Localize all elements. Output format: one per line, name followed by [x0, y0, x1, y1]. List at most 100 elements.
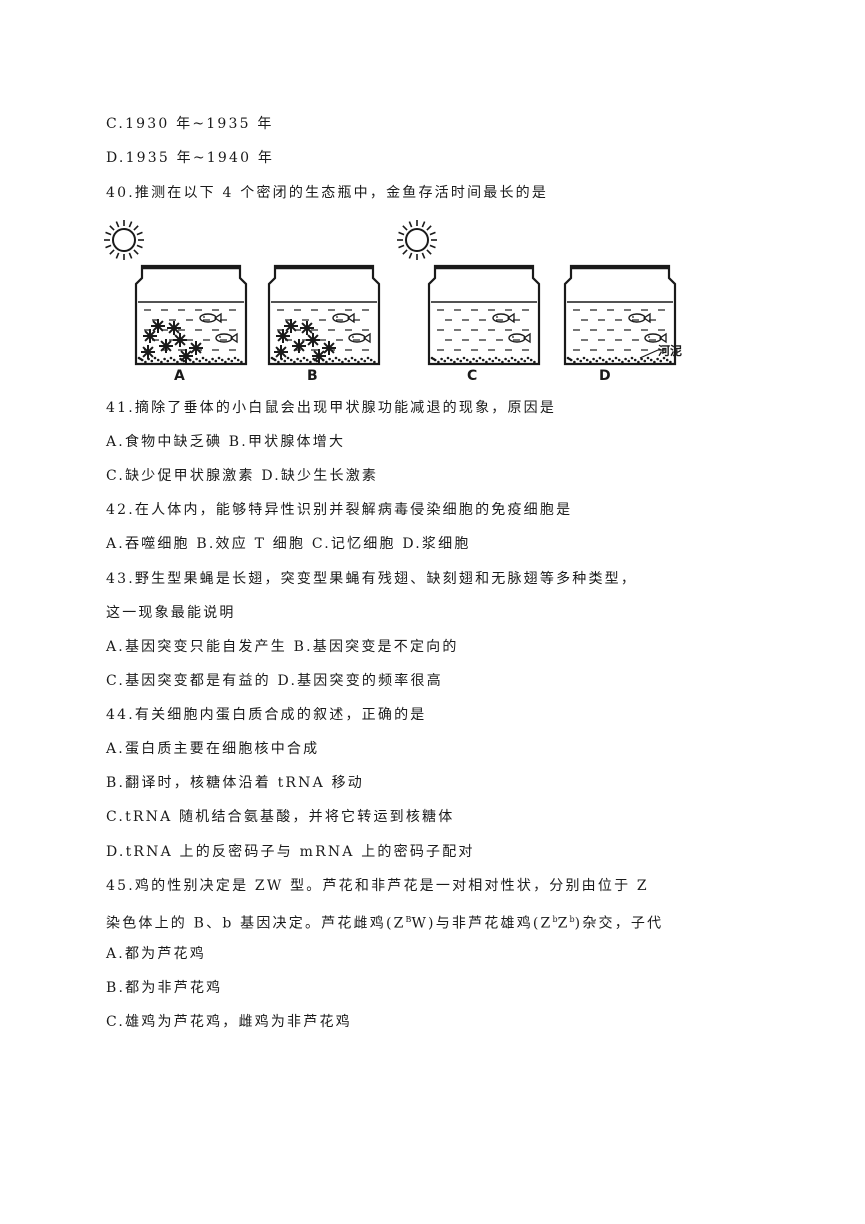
bottle-label-c: C	[467, 368, 478, 384]
bottle-b	[267, 264, 381, 366]
mud-particle	[169, 356, 173, 360]
goldfish-eye	[336, 316, 338, 318]
mud-particle	[236, 358, 240, 362]
mud-particle	[513, 358, 517, 362]
mud-particle	[240, 360, 243, 364]
plant-node	[310, 337, 316, 343]
mud-particle	[208, 360, 211, 364]
mud-particle	[624, 357, 627, 361]
goldfish-eye	[632, 316, 634, 318]
mud-particle	[277, 360, 280, 364]
mud-particle	[220, 358, 224, 362]
plant-node	[163, 343, 169, 349]
mud-particle	[331, 359, 335, 363]
goldfish-eye	[512, 336, 514, 338]
sun-ray	[421, 221, 426, 228]
goldfish-icon	[332, 313, 350, 323]
goldfish-icon	[215, 333, 233, 343]
mud-particle	[517, 360, 520, 364]
sun-ray	[426, 225, 432, 231]
goldfish-tail	[362, 332, 371, 344]
q39-option-d: D.1935 年~1940 年	[106, 150, 275, 166]
plant-node	[183, 353, 189, 359]
ecosystem-bottles-drawing	[104, 220, 677, 366]
mud-particle	[217, 356, 221, 360]
sun-ray	[128, 221, 133, 228]
mud-particle	[653, 360, 656, 364]
mud-particle	[233, 356, 237, 360]
q45-sup-3: b	[569, 915, 575, 924]
sun-ray	[408, 252, 413, 259]
sun-ray	[402, 249, 408, 255]
mud-particle	[305, 358, 309, 362]
sun-ray	[398, 231, 405, 236]
q44-option-a: A.蛋白质主要在细胞核中合成	[106, 741, 320, 757]
mud-particle	[204, 358, 208, 362]
plant-node	[288, 323, 294, 329]
sun-ray	[115, 221, 120, 228]
q45-stem: 45.鸡的性别决定是 ZW 型。芦花和非芦花是一对相对性状，分别由位于 Z	[106, 878, 649, 894]
mud-particle	[656, 357, 659, 361]
mud-particle	[592, 357, 595, 361]
mud-particle	[646, 356, 650, 360]
mud-particle	[369, 358, 373, 362]
mud-particle	[640, 357, 643, 361]
mud-particle	[172, 358, 176, 362]
goldfish-icon	[348, 333, 366, 343]
mud-pointer-line	[639, 349, 659, 359]
mud-particle	[272, 357, 275, 361]
mud-particle	[533, 360, 536, 364]
mud-particle	[315, 359, 319, 363]
bottle-label-d: D	[599, 368, 611, 384]
plant-node	[171, 325, 177, 331]
goldfish-tail	[506, 312, 515, 324]
goldfish-eye	[648, 336, 650, 338]
mud-label: 河泥	[658, 344, 683, 358]
sun-ray	[133, 225, 139, 231]
sun-ray	[426, 249, 432, 255]
mud-particle	[501, 360, 504, 364]
mud-particle	[627, 359, 631, 363]
mud-particle	[350, 356, 354, 360]
mud-particle	[440, 357, 443, 361]
mud-particle	[475, 359, 479, 363]
mud-particle	[230, 359, 234, 363]
mud-particle	[568, 357, 571, 361]
mud-particle	[341, 360, 344, 364]
mud-particle	[497, 358, 501, 362]
goldfish-eye	[352, 336, 354, 338]
mud-particle	[510, 356, 514, 360]
mud-particle	[478, 356, 482, 360]
mud-particle	[573, 360, 576, 364]
sun-ray	[421, 252, 426, 259]
bottle-a	[134, 264, 248, 366]
mud-particle	[585, 358, 589, 362]
goldfish-icon	[644, 333, 662, 343]
mud-particle	[449, 358, 453, 362]
q45-sup-1: B	[405, 915, 412, 924]
mud-particle	[353, 358, 357, 362]
mud-particle	[289, 358, 293, 362]
q41-stem: 41.摘除了垂体的小白鼠会出现甲状腺功能减退的现象，原因是	[106, 400, 557, 416]
mud-particle	[443, 359, 447, 363]
mud-particle	[669, 360, 672, 364]
q43-stem-cont: 这一现象最能说明	[106, 605, 236, 621]
mud-particle	[144, 360, 147, 364]
mud-particle	[453, 360, 456, 364]
mud-particle	[491, 359, 495, 363]
mud-particle	[579, 359, 583, 363]
plant-node	[280, 333, 286, 339]
mud-particle	[598, 356, 602, 360]
ecosystem-bottles-figure: A B C D 河泥	[100, 218, 700, 388]
goldfish-icon	[492, 313, 510, 323]
mud-particle	[366, 356, 370, 360]
mud-particle	[589, 360, 592, 364]
mud-particle	[662, 356, 666, 360]
mud-particle	[150, 359, 154, 363]
mud-particle	[198, 359, 202, 363]
mud-particle	[211, 357, 214, 361]
mud-particle	[227, 357, 230, 361]
q42-stem: 42.在人体内，能够特异性识别并裂解病毒侵染细胞的免疫细胞是	[106, 502, 573, 518]
plant-node	[326, 345, 332, 351]
